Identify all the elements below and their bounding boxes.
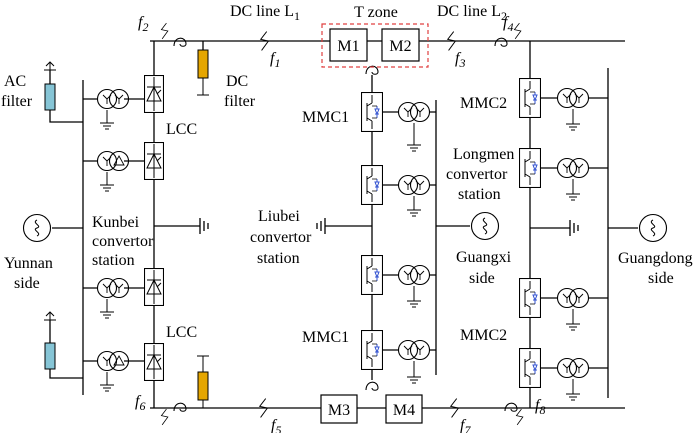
- longmen-label: convertor: [446, 166, 508, 183]
- dc-filter-label: filter: [224, 93, 256, 110]
- guangdong-label: Guangdong: [618, 250, 693, 267]
- mmc2-label: MMC2: [460, 327, 507, 344]
- transformer-yy-icon: [397, 339, 431, 361]
- mmc-valve-icon: [519, 78, 541, 118]
- mmc-valve-icon: [361, 255, 383, 295]
- fault-labels: f1 f2 f3 f4 f5 f6 f7 f8: [135, 14, 545, 433]
- ac-filter-bottom: [44, 311, 56, 370]
- svg-text:M3: M3: [328, 402, 350, 419]
- mmc-valve-icon: [361, 330, 383, 370]
- dc-filter-label: DC: [226, 73, 248, 90]
- mmc1-label: MMC1: [302, 329, 349, 346]
- mmc-valve-icon: [519, 348, 541, 388]
- ground-icon: [565, 109, 581, 401]
- transformer-yy-icon: [556, 287, 590, 309]
- fault-label-f7: f7: [460, 417, 471, 433]
- lcc-valve-icon: [144, 142, 164, 180]
- ac-filter-label: AC: [4, 73, 26, 90]
- fault-label-f1: f1: [270, 50, 280, 70]
- lcc-valve-icon: [144, 75, 164, 113]
- liubei-label: station: [257, 250, 300, 267]
- labels: AC filter DC filter LCC LCC Kunbei conve…: [1, 73, 693, 346]
- mmc1-label: MMC1: [302, 109, 349, 126]
- dc-line-l1-label: DC line L1: [230, 3, 300, 23]
- fault-marker-icon: [160, 22, 524, 426]
- mmc-valve-icon: [361, 92, 383, 132]
- mmc-valve-icon: [361, 165, 383, 205]
- kunbei-label: convertor: [92, 233, 154, 250]
- svg-text:M4: M4: [393, 402, 415, 419]
- ac-filter-label: filter: [1, 93, 33, 110]
- lcc-label: LCC: [166, 121, 197, 138]
- liubei-label: Liubei: [258, 208, 300, 225]
- breaker-m1: M1: [329, 28, 368, 62]
- fault-label-f5: f5: [271, 417, 281, 433]
- breaker-m3: M3: [320, 394, 358, 424]
- longmen-station: [529, 41, 638, 408]
- transformer-yy-icon: [556, 357, 590, 379]
- transformer-yy-icon: [556, 87, 590, 109]
- guangxi-label: side: [469, 270, 495, 287]
- lcc-valve-icon: [144, 343, 164, 381]
- longmen-label: Longmen: [453, 146, 514, 163]
- lcc-label: LCC: [166, 324, 197, 341]
- kunbei-label: station: [92, 252, 135, 269]
- yunnan-ac-source-icon: [22, 213, 52, 243]
- dc-filter-bottom: [197, 355, 209, 408]
- lcc-valve-icon: [144, 268, 164, 306]
- kunbei-label: Kunbei: [92, 214, 140, 231]
- transformer-yy-icon: [556, 157, 590, 179]
- transformer-yy-icon: [397, 264, 431, 286]
- breaker-m4: M4: [385, 394, 423, 424]
- liubei-label: convertor: [250, 229, 312, 246]
- guangdong-ac-source-icon: [638, 213, 668, 243]
- yunnan-label: side: [14, 275, 40, 292]
- guangxi-label: Guangxi: [456, 249, 512, 266]
- fault-label-f4: f4: [503, 14, 513, 34]
- breaker-m2: M2: [381, 28, 420, 62]
- transformer-yy-icon: [397, 174, 431, 196]
- fault-label-f6: f6: [135, 393, 145, 413]
- mmc-valve-icon: [519, 278, 541, 318]
- mmc2-label: MMC2: [460, 95, 507, 112]
- fault-label-f3: f3: [455, 50, 465, 70]
- transformer-yd-icon: [96, 150, 130, 172]
- mmc-valve-icon: [519, 148, 541, 188]
- guangdong-label: side: [648, 270, 674, 287]
- transformer-yy-icon: [397, 101, 431, 123]
- t-zone-box: [321, 23, 429, 68]
- ac-filter-top: [44, 61, 56, 111]
- t-zone-label: T zone: [354, 4, 398, 21]
- dc-line-l2-label: DC line L2: [437, 3, 507, 23]
- longmen-label: station: [458, 186, 501, 203]
- dc-filter-top: [197, 49, 209, 96]
- fault-label-f2: f2: [138, 14, 148, 34]
- ground-icon: [406, 123, 422, 384]
- transformer-yd-icon: [96, 350, 130, 372]
- ground-icon: [99, 110, 115, 392]
- guangxi-ac-source-icon: [470, 211, 500, 241]
- fault-label-f8: f8: [535, 397, 545, 417]
- yunnan-label: Yunnan: [4, 255, 53, 272]
- transformer-yy-icon: [96, 88, 130, 110]
- svg-text:M1: M1: [337, 38, 359, 55]
- svg-text:M2: M2: [389, 38, 411, 55]
- transformer-yy-icon: [96, 277, 130, 299]
